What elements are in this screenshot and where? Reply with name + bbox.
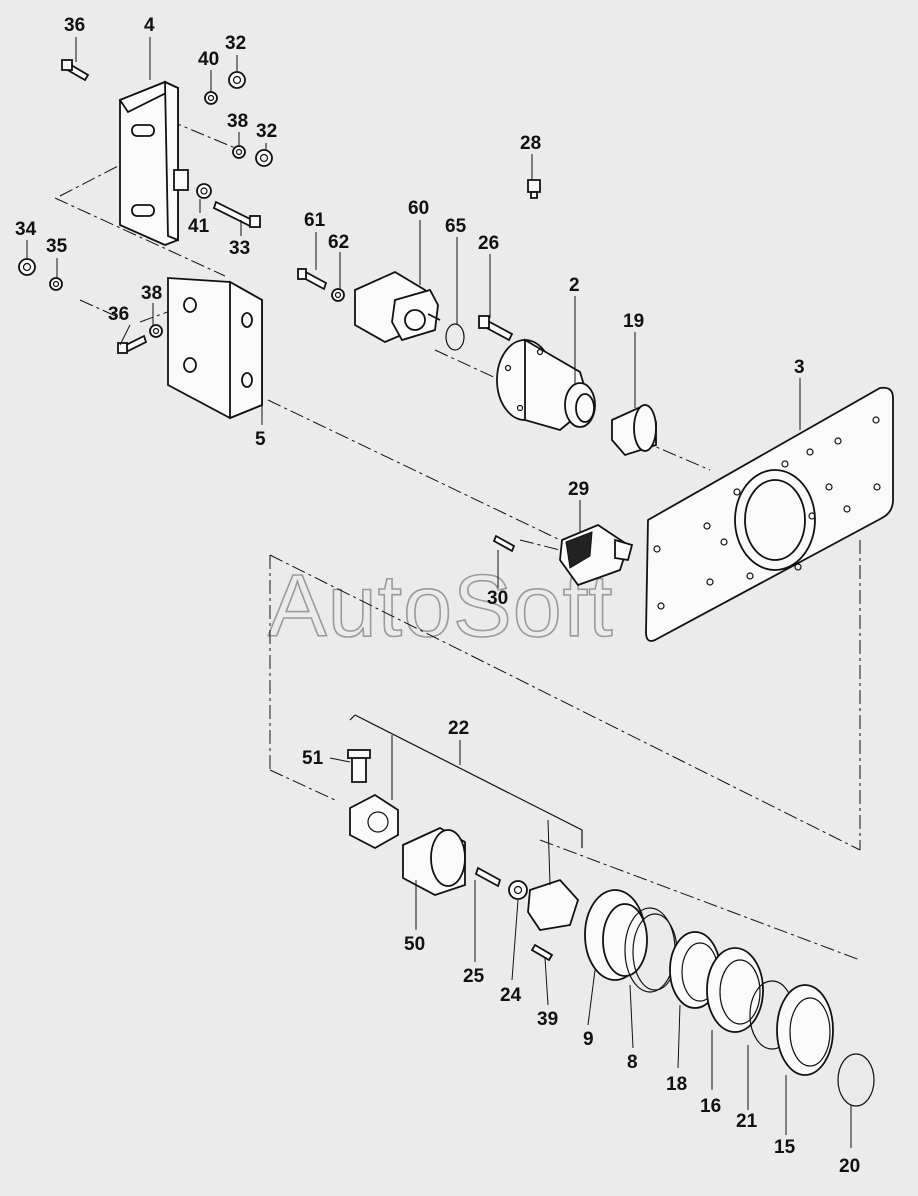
- label-24: 24: [500, 985, 522, 1006]
- label-16: 16: [700, 1096, 721, 1117]
- label-5: 5: [255, 429, 266, 450]
- bracket-part-4: [118, 80, 189, 246]
- label-61: 61: [304, 210, 326, 231]
- plate-part-3: [645, 386, 894, 642]
- center-lines: [54, 119, 861, 961]
- label-38-top: 38: [227, 111, 248, 132]
- label-36-left: 36: [108, 304, 129, 325]
- label-21: 21: [736, 1111, 758, 1132]
- label-20: 20: [839, 1156, 860, 1177]
- bolts-26-28: [478, 179, 541, 342]
- label-36-top: 36: [64, 15, 85, 36]
- label-51: 51: [302, 748, 324, 769]
- fasteners-top-left: [18, 59, 273, 354]
- bracket-part-5: [167, 277, 263, 420]
- label-40: 40: [198, 49, 219, 70]
- label-32-top: 32: [225, 33, 246, 54]
- label-9: 9: [583, 1029, 594, 1050]
- label-39: 39: [537, 1009, 558, 1030]
- label-26: 26: [478, 233, 499, 254]
- label-22: 22: [448, 718, 469, 739]
- label-65: 65: [445, 216, 467, 237]
- label-25: 25: [463, 966, 485, 987]
- bearing-stack: [584, 889, 875, 1107]
- label-60: 60: [408, 198, 429, 219]
- part-number-labels: 36 4 40 32 38 32 28 41 33 60 61 62 65 26…: [15, 15, 860, 1177]
- label-32-mid: 32: [256, 121, 277, 142]
- label-30: 30: [487, 588, 508, 609]
- housing-part-2: [496, 338, 596, 431]
- label-28: 28: [520, 133, 541, 154]
- label-18: 18: [666, 1074, 687, 1095]
- label-33: 33: [229, 238, 250, 259]
- label-29: 29: [568, 479, 589, 500]
- label-41: 41: [188, 216, 210, 237]
- label-15: 15: [774, 1137, 796, 1158]
- label-34: 34: [15, 219, 37, 240]
- gear-set-part-22: [347, 714, 583, 962]
- watermark-text: AutoSoft: [268, 556, 614, 655]
- label-38-left: 38: [141, 283, 162, 304]
- label-35: 35: [46, 236, 68, 257]
- label-3: 3: [794, 357, 805, 378]
- label-62: 62: [328, 232, 349, 253]
- label-19: 19: [623, 311, 644, 332]
- label-50: 50: [404, 934, 425, 955]
- motor-part-60: [297, 268, 465, 351]
- sensor-part-29: [492, 523, 634, 587]
- leader-lines: [26, 37, 852, 1148]
- bushing-part-19: [611, 403, 657, 457]
- label-2: 2: [569, 275, 580, 296]
- label-4: 4: [144, 15, 155, 36]
- label-8: 8: [627, 1052, 638, 1073]
